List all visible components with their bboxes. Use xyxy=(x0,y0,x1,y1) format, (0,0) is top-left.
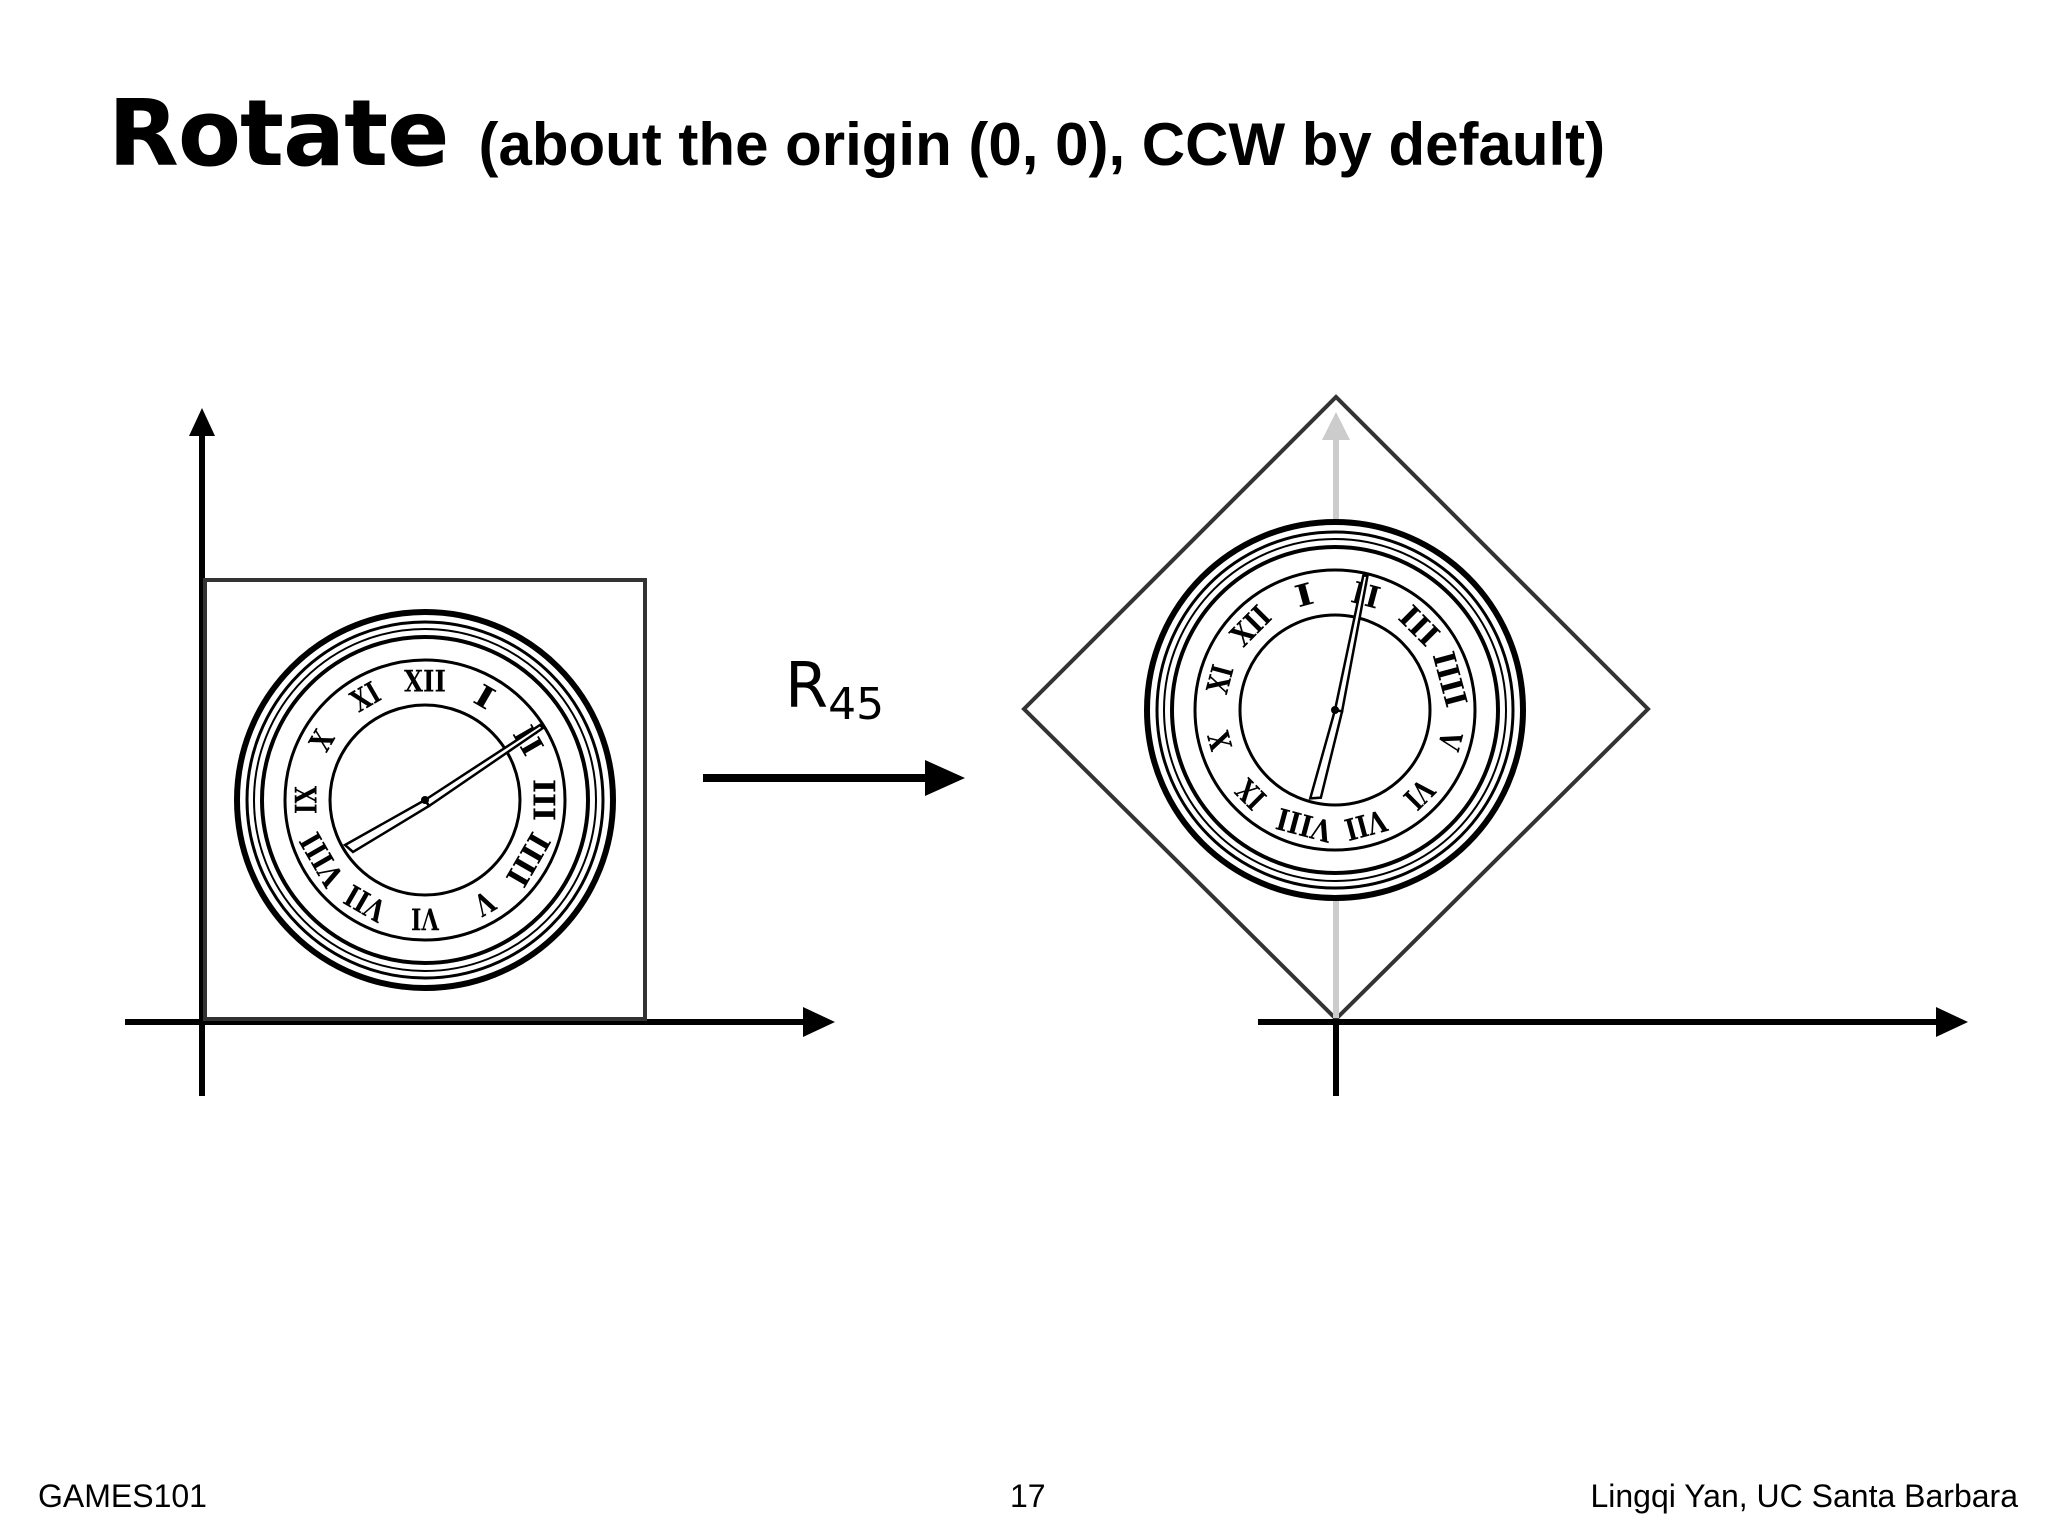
ghost-y-axis-arrowhead xyxy=(1322,412,1350,440)
original-square xyxy=(203,578,647,1021)
rotated-square xyxy=(1021,394,1651,1022)
footer-page-number: 17 xyxy=(1010,1478,1046,1514)
original-figure xyxy=(125,408,835,1096)
clock-rotated xyxy=(1069,444,1601,976)
x-axis-right-arrowhead xyxy=(1936,1007,1968,1037)
x-axis-left-arrowhead xyxy=(803,1007,835,1037)
clock-hands-rotated xyxy=(1308,574,1370,800)
y-axis-left-arrowhead xyxy=(189,408,215,436)
transform-arrowhead xyxy=(925,760,965,796)
transform-label: R45 xyxy=(785,649,884,730)
transform-arrow-group: R45 xyxy=(703,649,965,796)
footer-course: GAMES101 xyxy=(38,1478,207,1514)
slide-title-row: Rotate (about the origin (0, 0), CCW by … xyxy=(108,80,1605,187)
footer-author: Lingqi Yan, UC Santa Barbara xyxy=(1590,1478,2018,1514)
rotated-figure xyxy=(1021,394,1968,1096)
slide-title: Rotate xyxy=(108,80,449,187)
slide-subtitle: (about the origin (0, 0), CCW by default… xyxy=(478,111,1606,178)
clock-hands-original xyxy=(342,723,545,854)
clock-original xyxy=(237,612,613,988)
